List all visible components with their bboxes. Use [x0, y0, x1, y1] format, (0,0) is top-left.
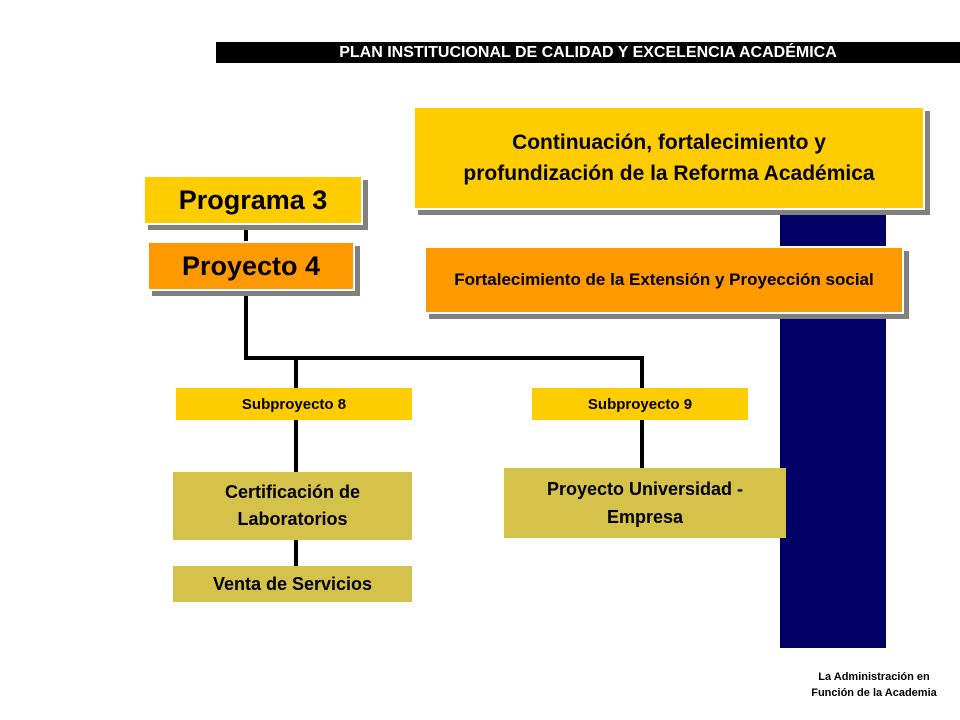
connector-certificacion-to-venta — [294, 538, 298, 568]
connector-sub8-to-certificacion — [294, 420, 298, 474]
footer-caption: La Administración en Función de la Acade… — [811, 671, 937, 699]
universidad-empresa-label: Proyecto Universidad - Empresa — [546, 479, 744, 527]
programa-label: Programa 3 — [178, 184, 328, 215]
connector-horizontal — [244, 356, 644, 360]
subproyecto-9-label: Subproyecto 9 — [587, 395, 693, 413]
venta-servicios-label: Venta de Servicios — [212, 573, 373, 594]
proyecto-description-box: Fortalecimiento de la Extensión y Proyec… — [424, 246, 904, 314]
subproyecto-8-label: Subproyecto 8 — [241, 395, 347, 413]
subproyecto-8-box: Subproyecto 8 — [176, 388, 412, 420]
certificacion-box: Certificación de Laboratorios — [173, 472, 412, 540]
certificacion-label: Certificación de Laboratorios — [224, 482, 361, 529]
connector-proyecto-down — [244, 290, 248, 360]
programa-box: Programa 3 — [143, 175, 363, 225]
programa-description-box: Continuación, fortalecimiento y profundi… — [413, 106, 925, 210]
connector-programa-to-proyecto — [244, 224, 248, 244]
proyecto-label: Proyecto 4 — [181, 250, 321, 281]
universidad-empresa-box: Proyecto Universidad - Empresa — [504, 468, 786, 538]
proyecto-description: Fortalecimiento de la Extensión y Proyec… — [454, 270, 874, 289]
proyecto-box: Proyecto 4 — [147, 241, 355, 291]
connector-sub9-to-universidad — [640, 420, 644, 470]
programa-description: Continuación, fortalecimiento y profundi… — [463, 131, 875, 185]
connector-to-subproyecto-9 — [640, 356, 644, 388]
connector-to-subproyecto-8 — [294, 356, 298, 388]
header-title: PLAN INSTITUCIONAL DE CALIDAD Y EXCELENC… — [216, 42, 960, 63]
subproyecto-9-box: Subproyecto 9 — [532, 388, 748, 420]
venta-servicios-box: Venta de Servicios — [173, 566, 412, 602]
